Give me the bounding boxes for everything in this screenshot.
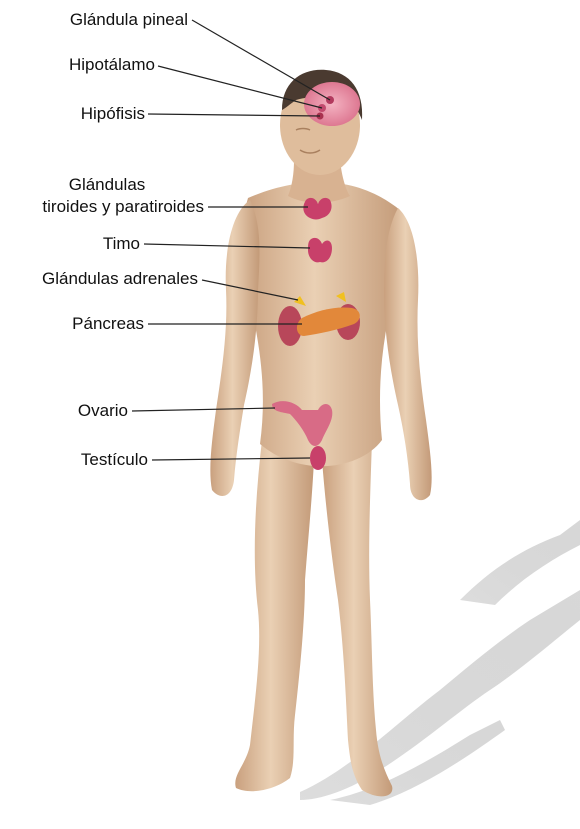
left-arm [210, 200, 259, 496]
label-ovary: Ovario [78, 401, 128, 420]
leader-line-pineal [192, 20, 330, 100]
testicle [310, 446, 326, 470]
label-hypothalamus: Hipotálamo [69, 55, 155, 74]
label-thyroid-line2: tiroides y paratiroides [42, 197, 204, 216]
label-pituitary: Hipófisis [81, 104, 145, 123]
brain-cutaway [304, 82, 360, 126]
left-leg [235, 440, 314, 791]
right-arm [384, 208, 432, 500]
label-pineal-gland: Glándula pineal [70, 10, 188, 29]
label-testicle: Testículo [81, 450, 148, 469]
labels: Glándula pineal Hipotálamo Hipófisis Glá… [42, 10, 204, 469]
thymus-gland [308, 238, 332, 262]
human-figure [210, 70, 431, 797]
label-pancreas: Páncreas [72, 314, 144, 333]
leader-line-ovary [132, 408, 275, 411]
label-thyroid-line1: Glándulas [69, 175, 146, 194]
label-thymus: Timo [103, 234, 140, 253]
label-adrenal-glands: Glándulas adrenales [42, 269, 198, 288]
